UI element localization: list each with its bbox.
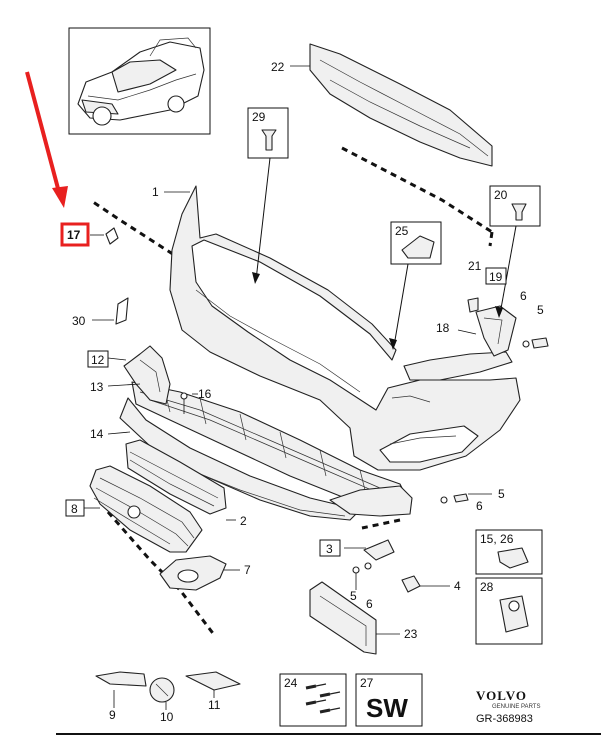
callout-6-lower: 6 bbox=[366, 597, 373, 611]
brand-tagline: GENUINE PARTS bbox=[492, 704, 540, 710]
car-thumbnail bbox=[68, 27, 211, 135]
part-23-plate-holder bbox=[309, 581, 377, 655]
callout-5-lower: 5 bbox=[350, 589, 357, 603]
callout-18: 18 bbox=[436, 321, 450, 335]
callout-28-box: 28 bbox=[475, 577, 543, 645]
assembly-dashed-lines bbox=[89, 146, 494, 637]
callout-22: 22 bbox=[271, 60, 285, 74]
part-7-fog-cover bbox=[159, 555, 227, 591]
highlight-arrow bbox=[25, 71, 68, 208]
part-8-grille bbox=[89, 465, 203, 553]
callout-7: 7 bbox=[244, 563, 251, 577]
callout-4: 4 bbox=[454, 579, 461, 593]
part-19-bracket bbox=[475, 305, 517, 357]
callout-30: 30 bbox=[72, 314, 86, 328]
callout-20-box: 20 bbox=[489, 185, 541, 227]
callout-24-box: 24 bbox=[279, 673, 347, 727]
callout-14: 14 bbox=[90, 427, 104, 441]
leader-lines bbox=[84, 65, 492, 710]
callout-15-26: 15, 26 bbox=[480, 532, 514, 546]
callout-13: 13 bbox=[90, 380, 104, 394]
part-grille-strip bbox=[125, 439, 227, 515]
callout-8: 8 bbox=[71, 502, 78, 516]
callout-6-middle: 6 bbox=[476, 499, 483, 513]
callout-11: 11 bbox=[208, 698, 221, 712]
callout-3: 3 bbox=[326, 542, 333, 556]
callout-28: 28 bbox=[480, 580, 494, 594]
sw-label: SW bbox=[366, 693, 408, 723]
part-13-bracket bbox=[123, 345, 171, 405]
brand-name: VOLVO bbox=[476, 688, 527, 703]
callout-19: 19 bbox=[489, 270, 503, 284]
callout-27: 27 bbox=[360, 676, 374, 690]
callout-5-upper: 5 bbox=[537, 303, 544, 317]
callout-19-box: 19 bbox=[485, 267, 507, 285]
callout-labels: 1 22 21 6 5 18 30 13 16 14 5 6 2 7 4 5 6… bbox=[72, 60, 544, 724]
callout-12-box: 12 bbox=[87, 350, 109, 368]
callout-6-upper: 6 bbox=[520, 289, 527, 303]
callout-17-box: 17 bbox=[60, 222, 90, 247]
callout-9: 9 bbox=[109, 708, 116, 722]
callout-8-box: 8 bbox=[65, 499, 85, 517]
callout-20: 20 bbox=[494, 188, 508, 202]
brand-block: VOLVO GENUINE PARTS GR-368983 bbox=[476, 688, 540, 725]
callout-27-box: 27 SW bbox=[355, 673, 423, 727]
fasteners bbox=[105, 227, 549, 593]
callout-10: 10 bbox=[160, 710, 174, 724]
part-lower-support bbox=[329, 485, 413, 517]
pointer-arrows bbox=[252, 157, 517, 350]
diagram-ref: GR-368983 bbox=[476, 713, 533, 725]
callout-21: 21 bbox=[468, 259, 482, 273]
callout-29: 29 bbox=[252, 110, 266, 124]
callout-3-box: 3 bbox=[319, 539, 341, 557]
callout-1: 1 bbox=[152, 185, 159, 199]
part-14-lower-frame bbox=[131, 381, 411, 513]
callout-24: 24 bbox=[284, 676, 298, 690]
parts-9-10-11-trim bbox=[95, 671, 241, 703]
callout-25: 25 bbox=[395, 224, 409, 238]
callout-12: 12 bbox=[91, 353, 105, 367]
part-22-upper-absorber bbox=[309, 43, 493, 167]
part-18-strip bbox=[403, 351, 513, 381]
part-1-bumper-cover bbox=[169, 185, 521, 471]
callout-29-box: 29 bbox=[247, 107, 289, 159]
callout-15-26-box: 15, 26 bbox=[475, 529, 543, 575]
callout-5-middle: 5 bbox=[498, 487, 505, 501]
callout-23: 23 bbox=[404, 627, 418, 641]
callout-16: 16 bbox=[198, 387, 212, 401]
callout-17: 17 bbox=[67, 228, 81, 242]
callout-25-box: 25 bbox=[390, 221, 442, 265]
callout-2: 2 bbox=[240, 514, 247, 528]
